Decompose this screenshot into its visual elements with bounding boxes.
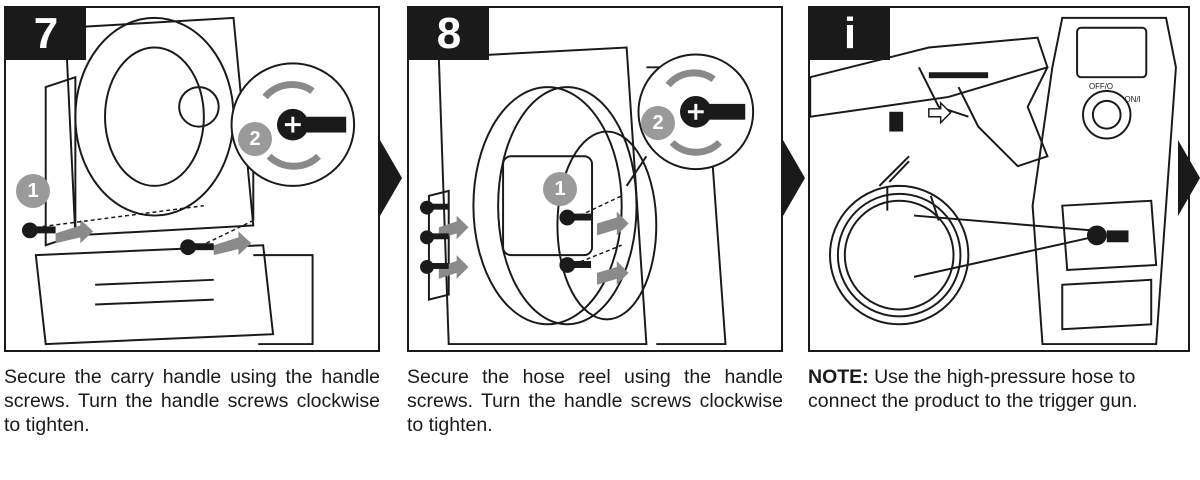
hose-reel-drawing: [420, 46, 755, 346]
step-7-illustration: 7: [4, 6, 380, 352]
callout-2: 2: [238, 122, 272, 156]
note-caption: NOTE: Use the high-pressure hose to conn…: [808, 365, 1200, 413]
note-label: NOTE:: [808, 366, 869, 388]
step-number-badge: 7: [6, 8, 86, 60]
trigger-gun-hose-drawing: OFF/O ON/I: [810, 16, 1177, 346]
zoom-bubble: [625, 53, 755, 187]
step-8-caption: Secure the hose reel using the handle sc…: [407, 366, 783, 436]
callout-1: 1: [16, 174, 50, 208]
next-step-arrow-icon: [380, 140, 402, 216]
info-badge: i: [810, 8, 890, 60]
next-step-arrow-icon: [783, 140, 805, 216]
step-7-caption: Secure the carry handle using the handle…: [4, 366, 380, 436]
carry-handle-drawing: [21, 16, 356, 346]
note-text: Use the high-pressure hose to connect th…: [808, 366, 1138, 412]
switch-off-label: OFF/O: [1089, 82, 1113, 91]
step-number-badge: 8: [409, 8, 489, 60]
screw-icon: [420, 200, 592, 274]
switch-on-label: ON/I: [1125, 95, 1141, 104]
zoom-bubble: [230, 62, 356, 221]
callout-1: 1: [543, 172, 577, 206]
step-8-illustration: 8: [407, 6, 783, 352]
screw-icon: [21, 222, 214, 256]
callout-2: 2: [641, 106, 675, 140]
info-illustration: i OFF/O ON/: [808, 6, 1190, 352]
next-step-arrow-icon: [1178, 140, 1200, 216]
